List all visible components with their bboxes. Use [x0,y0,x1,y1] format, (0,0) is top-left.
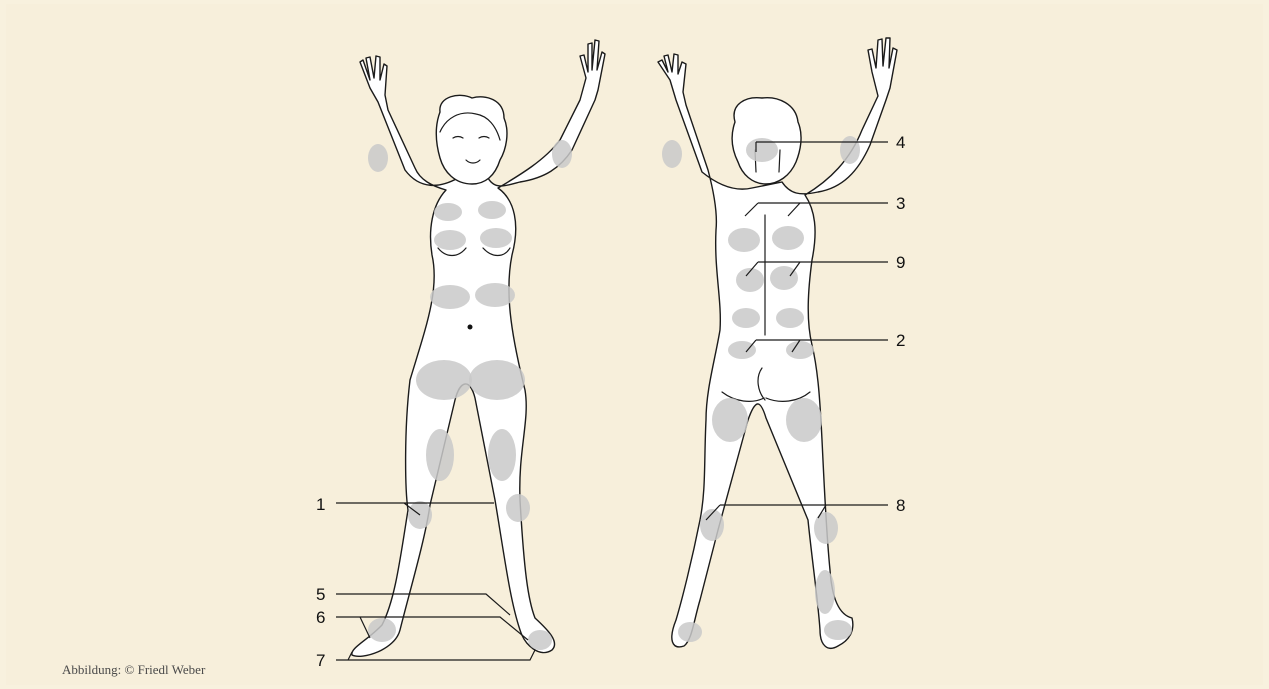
back-zone-lowback-right [776,308,804,328]
front-zone-chest-upper-left [434,203,462,221]
back-zone-shoulder-right [772,226,804,250]
label-4: 4 [896,133,905,152]
back-zone-calf-right [814,512,838,544]
front-zone-thigh-right [488,429,516,481]
leader-line-6 [336,617,528,640]
front-zone-thigh-left [426,429,454,481]
back-figure [658,38,897,648]
front-zone-foot-left [368,618,396,642]
front-zone-chest-left [434,230,466,250]
back-zone-thigh-right [786,398,822,442]
back-zone-arm-right [840,136,860,164]
front-navel [468,325,473,330]
front-figure [352,40,605,656]
back-zone-arm-left [662,140,682,168]
front-zone-arm-left [368,144,388,172]
label-9: 9 [896,253,905,272]
back-zone-thigh-left [712,398,748,442]
back-zone-heel-left [678,622,702,642]
back-zone-lowerleg-right [815,570,835,614]
back-zone-heel-right [824,620,852,640]
front-zone-chest-right [480,228,512,248]
front-zone-thigh-upper-left [416,360,472,400]
front-zone-abdomen-left [430,285,470,309]
front-zone-knee-right [506,494,530,522]
back-zone-sacrum-right [786,341,814,359]
front-head [436,95,507,184]
back-zone-lowback-left [732,308,760,328]
back-zone-shoulder-left [728,228,760,252]
label-5: 5 [316,585,325,604]
front-zone-foot-right [528,630,552,650]
back-zone-back-right [770,266,798,290]
front-zone-chest-upper-right [478,201,506,219]
label-7: 7 [316,651,325,670]
label-3: 3 [896,194,905,213]
label-8: 8 [896,496,905,515]
leader-line-8 [706,505,888,520]
front-zone-abdomen-right [475,283,515,307]
image-credit: Abbildung: © Friedl Weber [62,662,205,678]
label-2: 2 [896,331,905,350]
front-zone-arm-right [552,140,572,168]
leader-line-5 [336,594,510,615]
label-1: 1 [316,495,325,514]
front-zone-thigh-upper-right [469,360,525,400]
label-6: 6 [316,608,325,627]
back-zone-sacrum-left [728,341,756,359]
